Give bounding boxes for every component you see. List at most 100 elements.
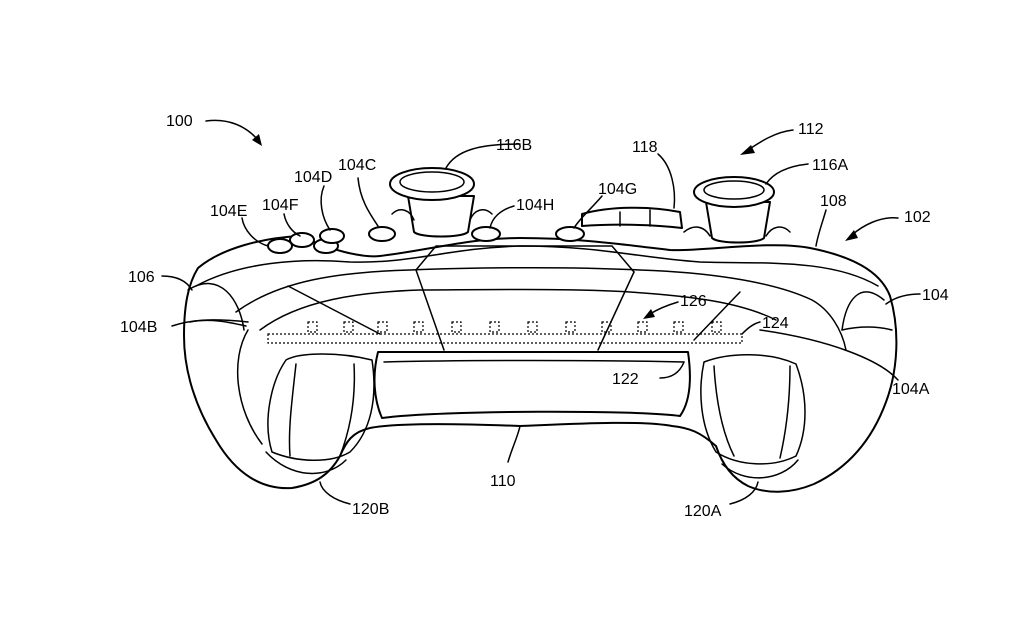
sensor xyxy=(343,321,354,333)
label-106: 106 xyxy=(128,269,155,286)
label-126: 126 xyxy=(680,293,707,310)
bumper-rim xyxy=(195,245,879,287)
sensor xyxy=(307,321,318,333)
arrow-126 xyxy=(649,301,679,315)
label-104A: 104A xyxy=(892,381,930,398)
reference-labels: 100 112 102 116B 118 116A 104C 104D 104G… xyxy=(120,113,949,520)
thumbstick-116B-rim xyxy=(399,171,465,193)
arrow-102 xyxy=(851,217,899,236)
label-104F: 104F xyxy=(262,197,299,214)
label-104B: 104B xyxy=(120,319,157,336)
label-104G: 104G xyxy=(598,181,637,198)
label-120B: 120B xyxy=(352,501,389,518)
left-grip xyxy=(267,353,375,461)
leader-116B xyxy=(445,143,521,169)
arrow-102-head xyxy=(845,230,858,241)
left-grip-ridge-1 xyxy=(288,363,297,457)
leader-124 xyxy=(741,321,761,335)
center-bar-top xyxy=(383,359,685,363)
button-104F-a xyxy=(289,232,315,248)
leader-120B xyxy=(319,481,351,505)
label-102: 102 xyxy=(904,209,931,226)
right-grip-ridge-1 xyxy=(713,365,735,457)
label-104D: 104D xyxy=(294,169,332,186)
left-grip-outer xyxy=(236,329,263,445)
right-face-line xyxy=(693,291,741,341)
label-104H: 104H xyxy=(516,197,554,214)
center-right-edge xyxy=(597,271,635,351)
label-122: 122 xyxy=(612,371,639,388)
sensor xyxy=(451,321,462,333)
button-104C xyxy=(368,226,396,242)
top-buttons xyxy=(267,206,683,254)
leader-104B xyxy=(171,319,249,327)
button-104D xyxy=(319,228,345,244)
thumbstick-116A-rim xyxy=(703,180,765,200)
sensor xyxy=(413,321,424,333)
leader-104F xyxy=(283,213,301,237)
face-rim xyxy=(235,266,847,351)
controller-body xyxy=(183,235,898,493)
thumbstick-116A-base xyxy=(683,226,791,237)
leader-104G xyxy=(573,195,603,229)
label-104E: 104E xyxy=(210,203,247,220)
right-grip-bottom xyxy=(721,459,799,479)
leader-118 xyxy=(657,153,676,209)
center-bar xyxy=(373,351,691,419)
thumbstick-116A-cap xyxy=(693,176,775,208)
leader-104 xyxy=(885,293,921,305)
leader-110 xyxy=(507,425,521,463)
outer-shell xyxy=(183,235,898,493)
leader-116A xyxy=(765,163,809,185)
reference-arrows xyxy=(205,119,899,319)
label-120A: 120A xyxy=(684,503,722,520)
thumbstick-116B-stem xyxy=(407,195,475,238)
label-116B: 116B xyxy=(496,137,532,154)
left-grip-bottom xyxy=(265,451,347,475)
label-118: 118 xyxy=(632,139,658,156)
sensor-strip-bar xyxy=(267,333,743,344)
center-top-panel xyxy=(415,245,635,273)
button-104H xyxy=(471,226,501,242)
arrow-112-head xyxy=(740,145,755,155)
leader-104A xyxy=(759,329,899,381)
leader-104C xyxy=(357,177,379,227)
sensor xyxy=(527,321,538,333)
thumbsticks xyxy=(389,167,791,244)
center-left-edge xyxy=(415,269,445,351)
arrow-126-head xyxy=(643,309,655,319)
sensor xyxy=(637,321,648,333)
arrow-100-head xyxy=(252,134,262,146)
label-104C: 104C xyxy=(338,157,376,174)
face-rim-inner xyxy=(259,288,777,331)
left-side-seam xyxy=(187,282,245,331)
label-112: 112 xyxy=(798,121,824,138)
sensor xyxy=(601,321,612,333)
button-118 xyxy=(581,206,683,229)
sensor xyxy=(673,321,684,333)
left-face-line xyxy=(287,285,381,335)
button-104G xyxy=(555,226,585,242)
sensor xyxy=(711,321,722,333)
leader-104D xyxy=(320,185,331,231)
right-rib xyxy=(841,326,893,331)
right-grip xyxy=(700,354,806,465)
leader-108 xyxy=(815,209,827,247)
leader-lines xyxy=(161,143,921,505)
right-side-seam xyxy=(841,291,885,331)
sensor-strip xyxy=(267,321,743,344)
button-104E xyxy=(267,238,293,254)
thumbstick-116B-cap xyxy=(389,167,475,201)
leader-104H xyxy=(489,205,515,229)
thumbstick-116B-base xyxy=(391,209,493,221)
label-124: 124 xyxy=(762,315,789,332)
label-104: 104 xyxy=(922,287,949,304)
label-100: 100 xyxy=(166,113,193,130)
label-108: 108 xyxy=(820,193,847,210)
arrow-100 xyxy=(205,119,259,141)
sensor xyxy=(565,321,576,333)
sensor xyxy=(377,321,388,333)
label-116A: 116A xyxy=(812,157,849,174)
